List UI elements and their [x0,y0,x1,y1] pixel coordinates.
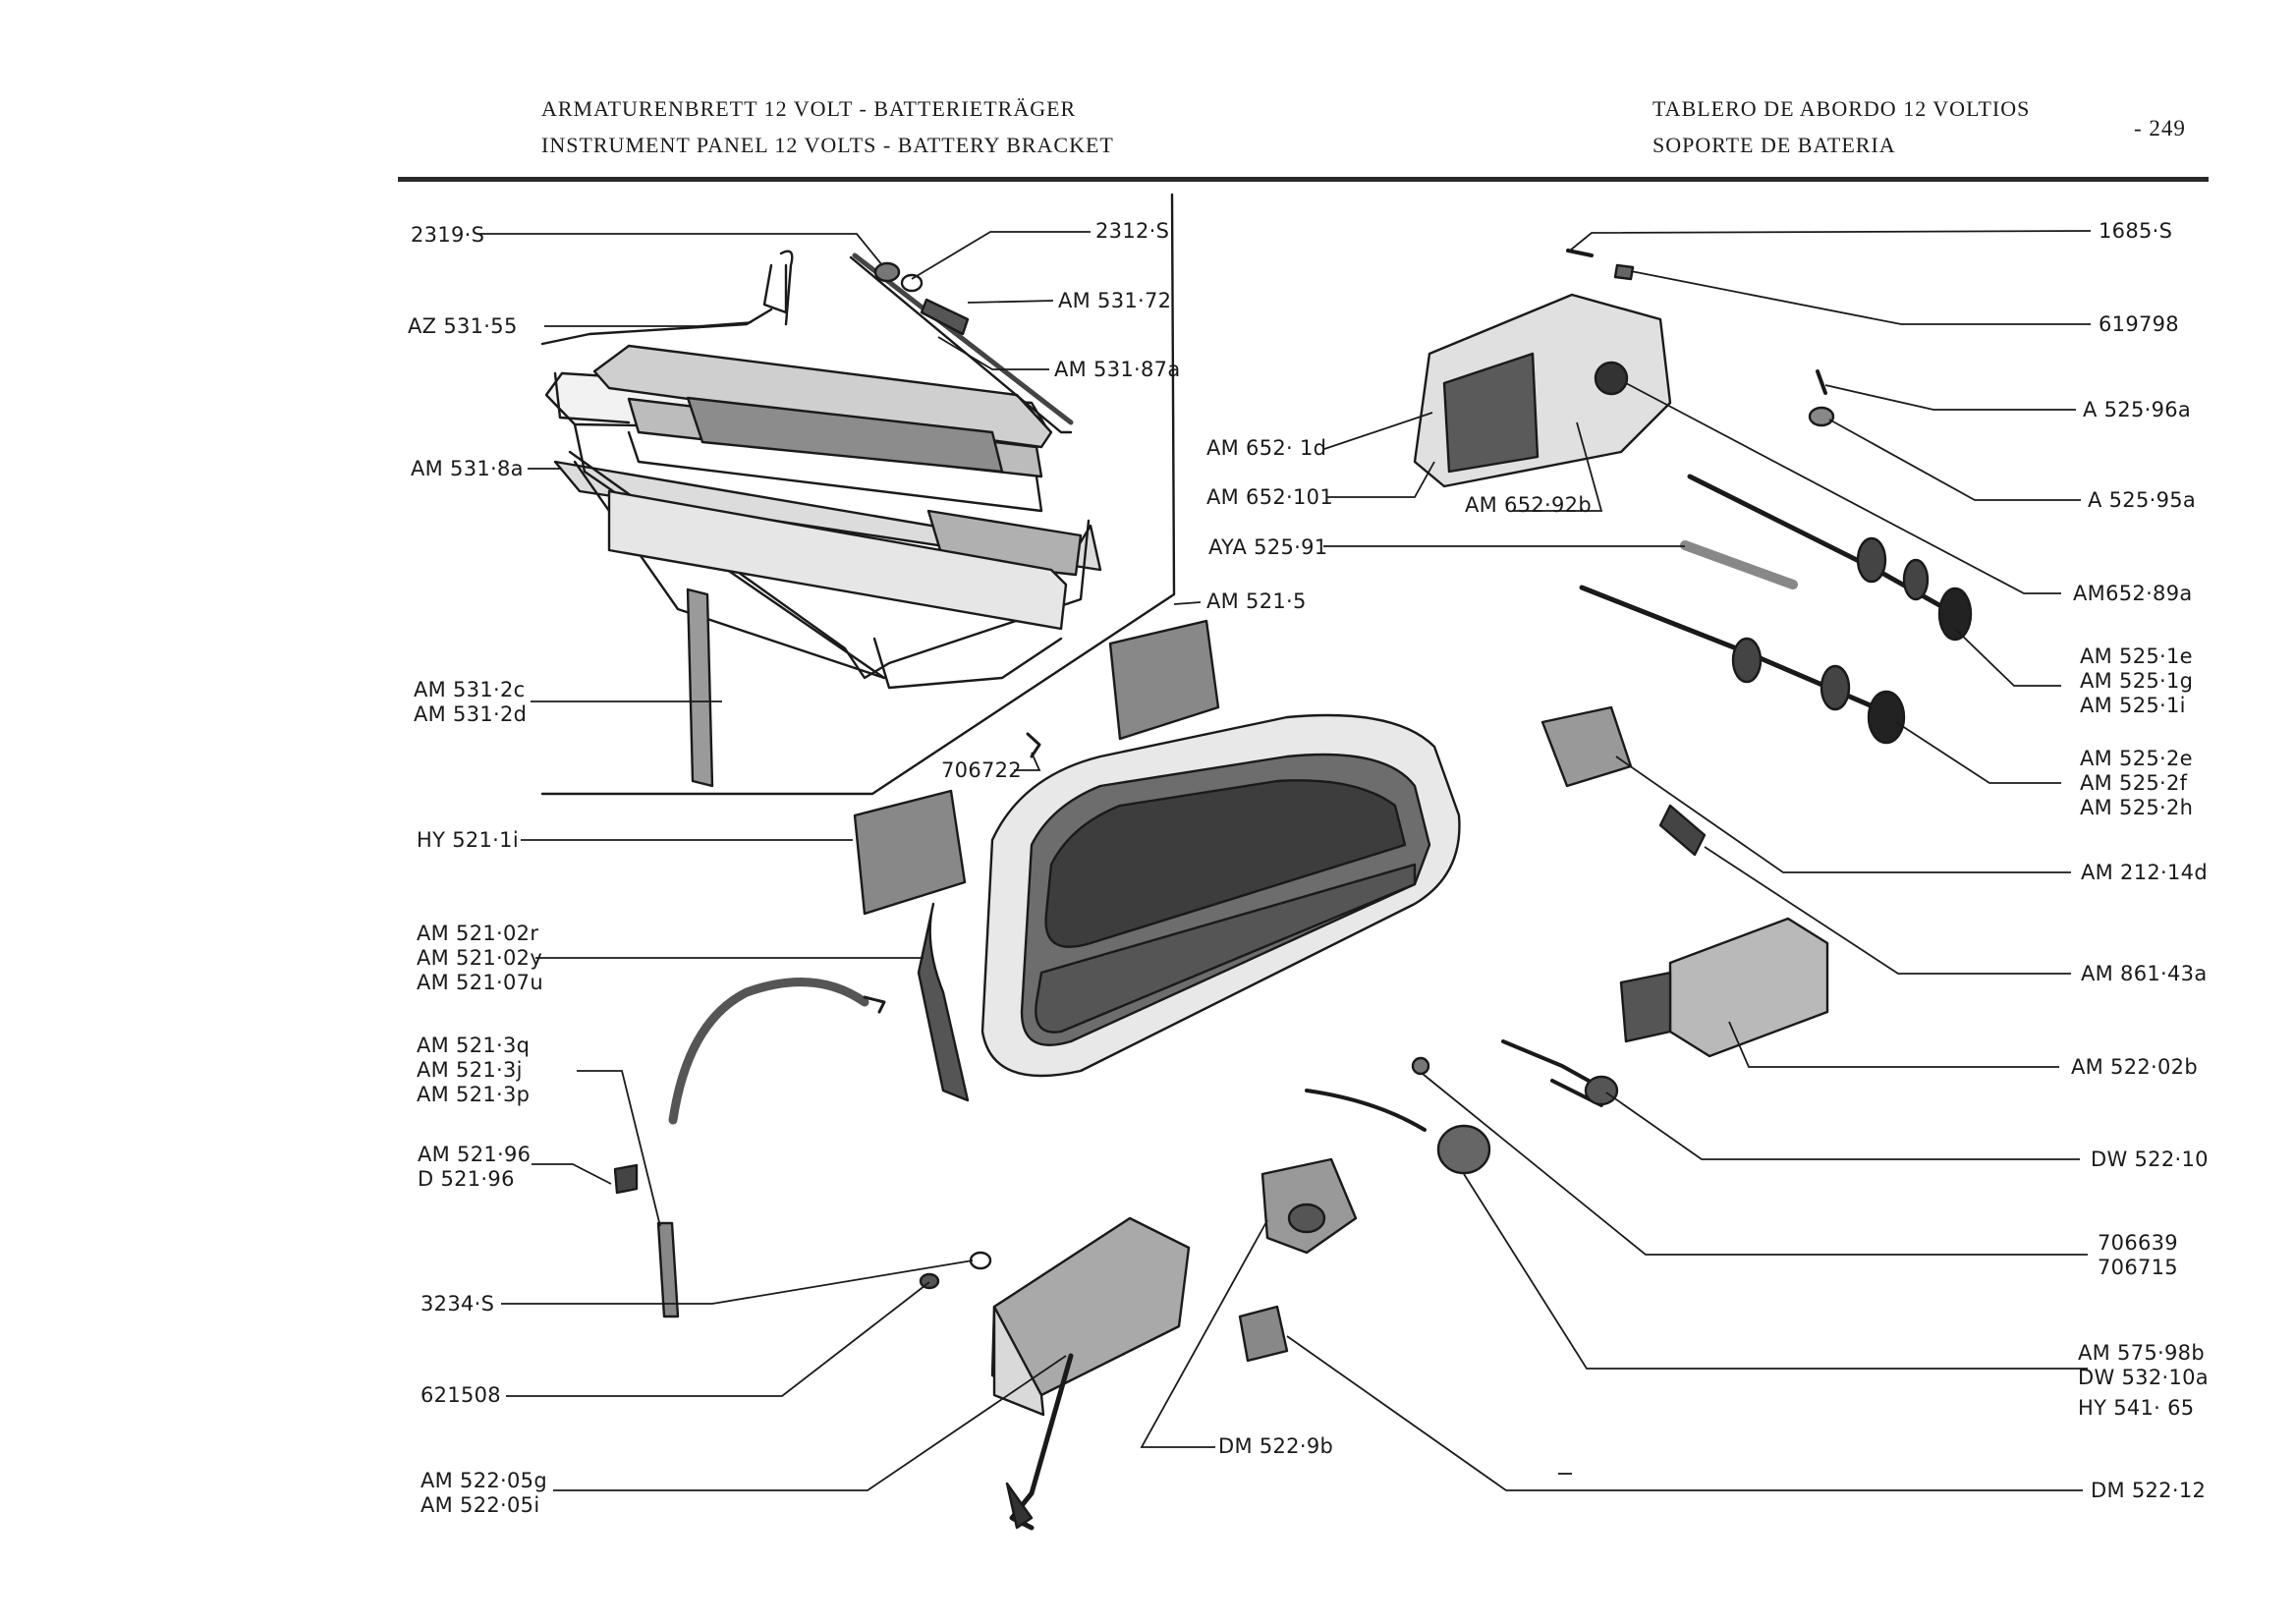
clip-am52196 [613,1163,639,1195]
lamp-am57598b [1305,1089,1427,1132]
label-am5312d: AM 531·2d [414,702,528,726]
label-706639: 706639 [2098,1231,2178,1255]
section-divider-line [540,193,1176,796]
header-right-line2: SOPORTE DE BATERIA [1652,133,1896,157]
instrument-panel-drawing [917,713,1461,1102]
label-am5312c-group: AM 531·2c AM 531·2d [414,678,527,727]
bulb-3234s [656,1221,680,1318]
label-am65289a: AM652·89a [2073,582,2193,605]
label-a52596a: A 525·96a [2083,398,2192,421]
label-am5318a: AM 531·8a [411,457,524,480]
label-am52102-group: AM 521·02r AM 521·02y AM 521·07u [417,922,543,995]
label-am652101: AM 652·101 [1206,485,1333,509]
label-am52202b: AM 522·02b [2071,1055,2198,1079]
label-3234s: 3234·S [420,1292,495,1316]
header-rule [398,177,2209,182]
speedo-cable [668,978,869,1125]
label-am5252-group: AM 525·2e AM 525·2f AM 525·2h [2080,747,2193,820]
bolt-am53172 [920,298,970,336]
label-am86143a: AM 861·43a [2081,962,2208,985]
label-2319s: 2319·S [411,223,485,247]
label-am5251-group: AM 525·1e AM 525·1g AM 525·1i [2080,644,2193,718]
label-am5252h: AM 525·2h [2080,796,2194,819]
header-left-line2: INSTRUMENT PANEL 12 VOLTS - BATTERY BRAC… [541,133,1114,157]
label-dw52210: DW 522·10 [2091,1148,2209,1171]
label-a52595a: A 525·95a [2088,488,2197,512]
switch-dm52212 [1238,1305,1289,1363]
label-am6521d: AM 652· 1d [1206,436,1327,460]
label-am5252e: AM 525·2e [2080,747,2193,770]
label-am57598b-group: AM 575·98b DW 532·10a HY 541· 65 [2078,1341,2209,1421]
label-621508: 621508 [420,1383,501,1407]
washer-3234s [969,1251,992,1270]
label-am5251g: AM 525·1g [2080,669,2194,693]
label-hy54165: HY 541· 65 [2078,1396,2195,1420]
washer-2312s [900,273,924,293]
label-am52205g: AM 522·05g [420,1469,547,1492]
label-d52196: D 521·96 [418,1167,515,1191]
label-am5213-group: AM 521·3q AM 521·3j AM 521·3p [417,1034,530,1107]
regulator-am52202b [1619,917,1829,1058]
label-dm5229b: DM 522·9b [1218,1434,1334,1458]
gauge-plate-hy5211i [853,789,967,916]
label-619798: 619798 [2099,312,2179,336]
header-right-line1: TABLERO DE ABORDO 12 VOLTIOS [1652,96,2031,121]
screw-706722 [1026,732,1041,758]
label-am52196-group: AM 521·96 D 521·96 [418,1143,531,1192]
nut-a52595a [1808,406,1835,427]
label-dw53210a: DW 532·10a [2078,1366,2209,1389]
heater-switch-drawing [990,1216,1191,1531]
screw-1685s [1566,249,1594,257]
label-1685s: 1685·S [2099,219,2173,243]
interior-light-drawing [1413,293,1672,488]
screw-a52596a [1816,369,1827,395]
label-am21214d: AM 212·14d [2081,861,2208,884]
label-am53187a: AM 531·87a [1054,358,1181,381]
bulb-706639 [1411,1056,1430,1076]
header-right: TABLERO DE ABORDO 12 VOLTIOS SOPORTE DE … [1652,90,2030,163]
label-am57598b: AM 575·98b [2078,1341,2205,1365]
label-am65292b: AM 652·92b [1465,493,1592,517]
label-am52107u: AM 521·07u [417,971,543,994]
label-am5312c: AM 531·2c [414,678,526,701]
header-left-line1: ARMATURENBRETT 12 VOLT - BATTERIETRÄGER [541,96,1077,121]
clip-619798 [1613,263,1635,281]
label-hy5211i: HY 521·1i [417,828,519,852]
label-dm52212: DM 522·12 [2091,1479,2207,1502]
label-az53155: AZ 531·55 [408,314,518,338]
gauge-plate-am5215 [1108,619,1220,741]
label-706715: 706715 [2098,1256,2178,1279]
label-am52102y: AM 521·02y [417,946,543,970]
battery-bracket-drawing [540,250,1102,788]
label-am5251i: AM 525·1i [2080,694,2186,717]
label-aya52591: AYA 525·91 [1208,535,1328,559]
label-am52205-group: AM 522·05g AM 522·05i [420,1469,547,1518]
label-am5213p: AM 521·3p [417,1083,531,1106]
label-am52196: AM 521·96 [418,1143,532,1166]
key-am86143a [1658,804,1707,857]
label-am52102r: AM 521·02r [417,922,539,945]
cable-aya52591 [1680,540,1798,589]
label-706639-group: 706639 706715 [2098,1231,2178,1280]
label-am5213j: AM 521·3j [417,1058,523,1082]
label-am5215: AM 521·5 [1206,589,1307,613]
label-am5252f: AM 525·2f [2080,771,2188,795]
label-am5213q: AM 521·3q [417,1034,531,1057]
label-am52205i: AM 522·05i [420,1493,540,1517]
label-am5251e: AM 525·1e [2080,644,2193,668]
page-number: - 249 [2134,116,2186,140]
label-am53172: AM 531·72 [1058,289,1172,312]
nut-2319s [873,261,901,283]
header-left: ARMATURENBRETT 12 VOLT - BATTERIETRÄGER … [541,90,1114,163]
label-2312s: 2312·S [1095,219,1170,243]
ignition-lock-am21214d [1540,705,1633,788]
label-706722: 706722 [941,758,1022,782]
